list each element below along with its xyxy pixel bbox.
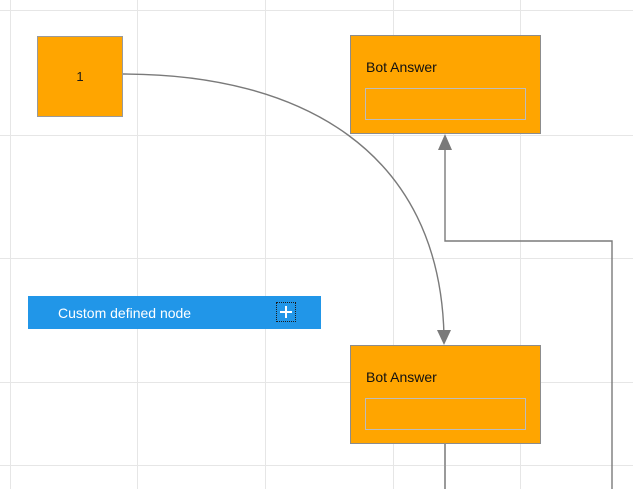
node-bot-answer-1-title: Bot Answer (366, 59, 437, 75)
node-custom-defined[interactable]: Custom defined node (28, 296, 321, 329)
plus-icon-vertical-bar (285, 306, 287, 318)
arrowhead-up-bot1 (438, 134, 452, 150)
node-start[interactable]: 1 (37, 36, 123, 117)
node-bot-answer-1-slot[interactable] (365, 88, 526, 120)
node-bot-answer-2-slot[interactable] (365, 398, 526, 430)
arrowhead-down-bot2 (437, 330, 451, 345)
node-bot-answer-1[interactable]: Bot Answer (350, 35, 541, 134)
node-bot-answer-2[interactable]: Bot Answer (350, 345, 541, 444)
node-start-label: 1 (76, 69, 84, 84)
node-custom-defined-label: Custom defined node (58, 304, 192, 321)
node-bot-answer-2-title: Bot Answer (366, 369, 437, 385)
plus-icon[interactable] (276, 302, 296, 322)
